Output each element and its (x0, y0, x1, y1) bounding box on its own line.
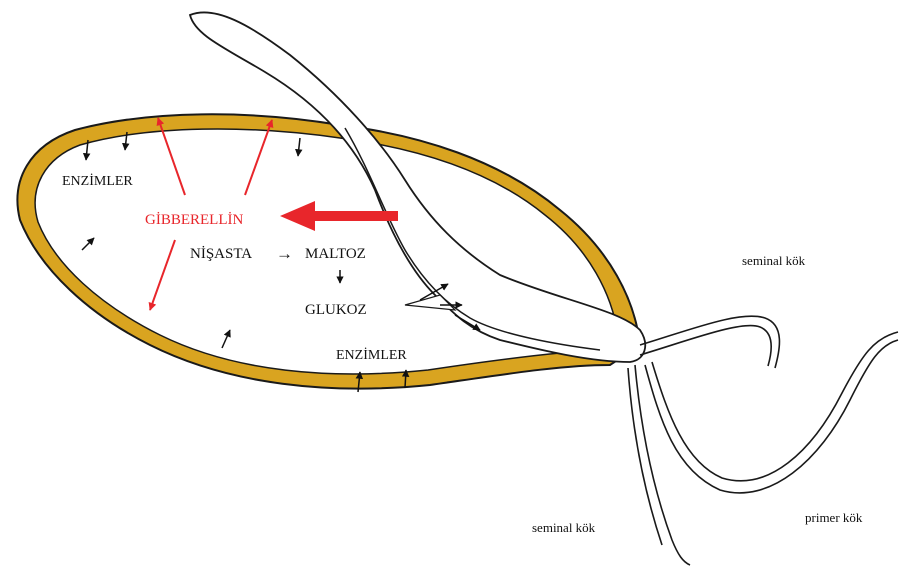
seminal-root-upper (640, 316, 779, 368)
conversion-arrow: → (276, 244, 293, 264)
label-gibberellin: GİBBERELLİN (145, 212, 243, 229)
label-seminal-root-top: seminal kök (742, 253, 805, 269)
primary-root-inner (652, 332, 898, 481)
label-maltose: MALTOZ (305, 246, 366, 263)
label-enzymes-bottom: ENZİMLER (336, 348, 407, 364)
label-glucose: GLUKOZ (305, 302, 367, 319)
seminal-root-lower-inner (628, 368, 662, 545)
label-primary-root: primer kök (805, 510, 862, 526)
seminal-root-upper-inner (640, 326, 771, 366)
label-starch: NİŞASTA (190, 246, 252, 263)
label-seminal-root-bottom: seminal kök (532, 520, 595, 536)
label-enzymes-top: ENZİMLER (62, 174, 133, 190)
roots (628, 316, 898, 565)
